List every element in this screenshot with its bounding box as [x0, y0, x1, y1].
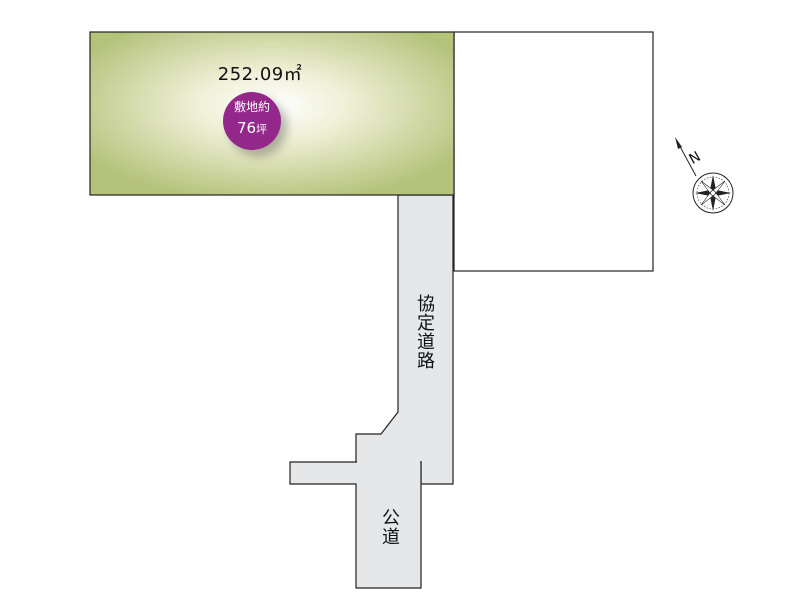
badge-value: 76坪 — [223, 119, 281, 139]
lot-area-text: 252.09㎡ — [217, 64, 303, 85]
badge-number: 76 — [236, 119, 257, 137]
lot-area-badge: 敷地約 76坪 — [223, 92, 281, 150]
north-label: N — [687, 149, 704, 168]
public-road — [289, 461, 422, 589]
neighbor-parcel — [453, 31, 654, 272]
private-road-label: 協定道路 — [414, 294, 435, 370]
compass-rose-icon — [675, 137, 734, 214]
public-road-label: 公道 — [379, 508, 400, 546]
badge-unit: 坪 — [256, 123, 268, 136]
private-road — [355, 194, 454, 485]
badge-caption: 敷地約 — [233, 100, 270, 114]
